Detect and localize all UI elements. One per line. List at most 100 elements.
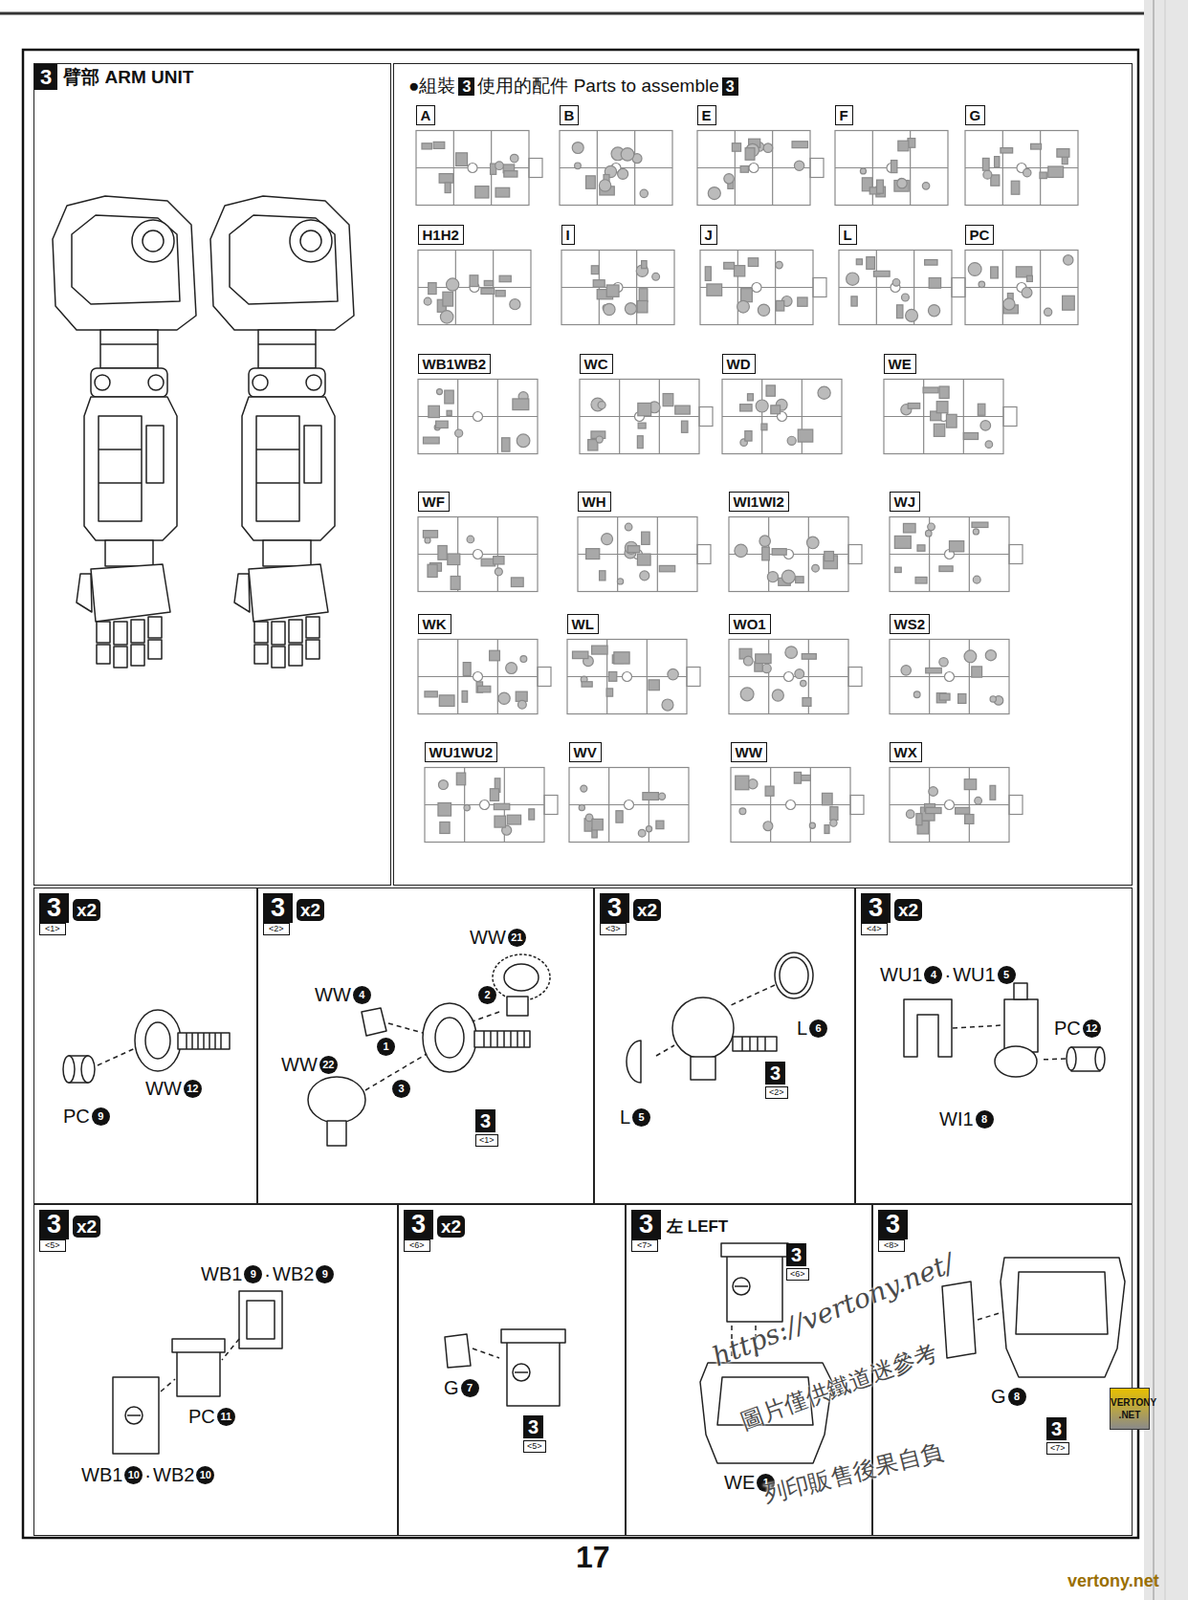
sprue-part xyxy=(983,170,992,179)
sprue-part xyxy=(639,189,648,198)
panel-header: 3<5>x2 xyxy=(39,1210,101,1253)
sprue-part xyxy=(439,174,454,184)
badge-column: 3<3> xyxy=(599,893,630,936)
sprue-runner xyxy=(734,131,736,206)
callout-number: 12 xyxy=(1082,1019,1101,1038)
step-number-badge: 3 xyxy=(599,893,630,924)
sprue-part xyxy=(641,531,651,545)
sprue-part xyxy=(591,265,599,275)
sprue-part xyxy=(963,432,978,440)
sprue-drawing xyxy=(424,768,558,843)
callout-number: 7 xyxy=(461,1379,480,1398)
sprue-part xyxy=(446,278,460,291)
step-reference: 3 xyxy=(523,1415,544,1439)
sprue-frame xyxy=(889,517,1010,593)
sprue-letter: PC xyxy=(969,226,990,243)
sprue-label-box: WE xyxy=(883,353,917,374)
sprue-part xyxy=(645,826,652,833)
sprue-part xyxy=(745,148,755,161)
sprue-part xyxy=(928,787,939,797)
sprue-part xyxy=(444,390,454,404)
sprue-part xyxy=(797,429,814,442)
part-code: WU1 xyxy=(880,964,923,986)
sprue-part xyxy=(891,160,898,174)
sprue-part xyxy=(739,808,747,815)
panel-header: 3<4>x2 xyxy=(860,893,923,936)
callout-number: 10 xyxy=(196,1466,215,1485)
sprue-part xyxy=(517,700,527,709)
sprue-part xyxy=(985,440,993,449)
sprue-drawing xyxy=(883,379,1017,455)
quantity-badge: x2 xyxy=(894,899,923,922)
sprue-part xyxy=(440,821,450,834)
sprue-part xyxy=(466,535,475,544)
sprue-part xyxy=(493,556,505,565)
sprue-part xyxy=(598,179,611,192)
sprue-part xyxy=(787,436,796,445)
sprue-part xyxy=(990,696,996,703)
sprue-part xyxy=(442,291,454,307)
sprue-part xyxy=(902,523,916,533)
sprue-drawing xyxy=(835,131,948,206)
sprue-tab xyxy=(686,667,701,687)
sprue-runner xyxy=(1039,250,1041,326)
substep-number: <2> xyxy=(263,923,290,936)
callout-number: 8 xyxy=(1008,1387,1027,1407)
sprue-part xyxy=(597,401,606,410)
sprue-part xyxy=(817,386,831,399)
sprue-part xyxy=(498,692,510,704)
panel-header: ●組裝3使用的配件 Parts to assemble3 xyxy=(405,73,739,99)
part-code: · xyxy=(264,1263,271,1285)
callout-number: 5 xyxy=(632,1108,651,1127)
sprue-part xyxy=(681,420,688,433)
part-code: L xyxy=(619,1106,631,1128)
sprue-runner xyxy=(737,250,739,326)
badge-column: 3<6> xyxy=(403,1210,434,1253)
watermark: vertony.net xyxy=(1067,1571,1160,1592)
sprue-part xyxy=(617,168,629,179)
sprue-label-box: F xyxy=(835,105,854,126)
sprue-label-box: L xyxy=(838,224,858,245)
sprue-part xyxy=(797,297,808,307)
sprue-part xyxy=(477,685,490,693)
sprue-part xyxy=(1056,149,1070,158)
sprue-part xyxy=(422,530,438,539)
callout-number: 11 xyxy=(217,1408,236,1427)
sprue-part xyxy=(958,693,967,704)
sprue-part xyxy=(985,650,996,661)
quantity-badge: x2 xyxy=(72,899,101,922)
sprue-label-box: WD xyxy=(722,353,756,374)
sprue-part xyxy=(667,668,679,680)
sprue-part xyxy=(489,789,499,802)
sprue-part xyxy=(741,288,753,303)
substep-reference: <1> xyxy=(475,1134,499,1147)
sprue-part xyxy=(447,553,461,566)
sprue-frame xyxy=(889,639,1010,715)
sprue-part xyxy=(982,157,990,171)
sprue-part xyxy=(763,821,773,832)
sprue-part xyxy=(948,541,964,552)
sprue-runner xyxy=(963,379,965,455)
step-number-badge: 3 xyxy=(722,77,739,96)
sprue-drawing xyxy=(567,639,701,715)
sprue-label-box: WU1WU2 xyxy=(424,742,499,763)
sprue-part xyxy=(659,565,675,572)
sprue-part xyxy=(504,171,518,177)
sprue-part xyxy=(642,792,660,801)
substep-reference: <2> xyxy=(765,1086,789,1100)
sprue-part xyxy=(990,785,996,800)
sprue-label-box: WW xyxy=(730,742,768,763)
step-number-badge: 3 xyxy=(860,893,891,924)
sprue-part xyxy=(528,809,535,820)
sprue-part xyxy=(495,290,506,297)
sprue-part xyxy=(446,410,452,416)
sprue-label-box: G xyxy=(965,105,987,126)
sprue-drawing xyxy=(418,639,551,715)
sprue-part xyxy=(824,825,830,835)
substep-number: <6> xyxy=(403,1239,431,1253)
substep-number: <3> xyxy=(599,923,627,936)
sprue-gate xyxy=(784,672,794,682)
sprue-frame xyxy=(838,250,952,326)
sprue-part xyxy=(456,772,465,786)
